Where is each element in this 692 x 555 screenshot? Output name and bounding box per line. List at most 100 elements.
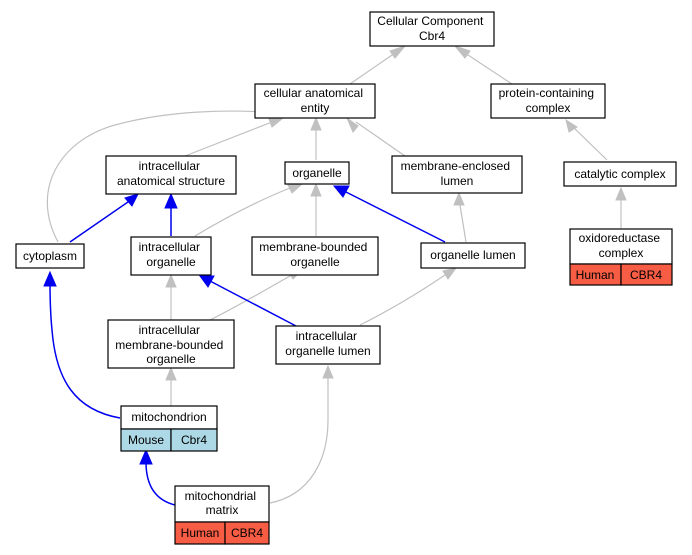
node-label-line: mitochondrial: [185, 489, 256, 503]
arrowhead-cae-b: [310, 116, 322, 131]
svg-text:cytoplasm: cytoplasm: [23, 249, 77, 263]
arrowhead-cae-a: [268, 117, 285, 128]
svg-text:intracellular membrane-b: intracellular membrane-bounded organelle: [115, 323, 226, 366]
node-label-line: cytoplasm: [23, 249, 77, 263]
species-label: Human: [181, 526, 220, 540]
svg-text:mitochondrion: mitochondrion: [131, 410, 206, 424]
node-label-line: organelle: [292, 166, 342, 180]
node-label-line: Cellular Component: [377, 14, 484, 28]
node-mitochondrion[interactable]: mitochondrion Mouse Cbr4: [120, 405, 218, 452]
edge-cyt-cae: [46, 110, 265, 243]
edge-ias-cae: [184, 121, 273, 157]
svg-text:Cellular Component Cbr4: Cellular Component Cbr4: [377, 14, 486, 43]
node-label-line: organelle: [290, 255, 340, 269]
arrowhead-cae-c: [345, 116, 359, 133]
arrowhead-io-b: [199, 275, 215, 288]
svg-text:intracellular organelle: intracellular organelle: [139, 240, 204, 269]
svg-text:organelle: organelle: [292, 166, 342, 180]
node-organelle[interactable]: organelle: [284, 161, 350, 185]
edge-mel-cae: [355, 121, 406, 157]
arrowhead-orl: [442, 267, 458, 280]
node-oxidoreductase-complex[interactable]: oxidoreductase complex Human CBR4: [569, 228, 673, 286]
node-label-line: oxidoreductase: [579, 231, 661, 245]
edge-imbo-mbo: [209, 275, 291, 321]
arrowhead-org-a: [287, 183, 304, 194]
arrowhead-pcc: [565, 118, 578, 133]
node-cytoplasm[interactable]: cytoplasm: [15, 243, 85, 269]
svg-text:protein-containing compl: protein-containing complex: [499, 86, 598, 115]
gene-cell: [170, 428, 218, 452]
node-label-line: lumen: [441, 174, 474, 188]
gene-label: CBR4: [231, 526, 263, 540]
node-membrane-enclosed-lumen[interactable]: membrane-enclosed lumen: [391, 155, 523, 194]
svg-text:intracellular organelle: intracellular organelle lumen: [285, 329, 370, 358]
node-membrane-bounded-organelle[interactable]: membrane-bounded organelle: [251, 236, 379, 276]
gene-cell: [620, 263, 673, 286]
node-label-line: entity: [301, 101, 330, 115]
svg-text:oxidoreductase complex: oxidoreductase complex: [579, 231, 664, 260]
arrowhead-cyt: [43, 270, 57, 287]
node-label-line: membrane-enclosed: [401, 159, 510, 173]
svg-text:catalytic complex: catalytic complex: [574, 167, 665, 181]
svg-text:intracellular anatomical: intracellular anatomical structure: [117, 159, 225, 188]
species-label: Human: [576, 268, 615, 282]
arrowhead-iol: [322, 364, 334, 379]
edge-iol-orl: [359, 274, 446, 326]
annotation-row: Human CBR4: [174, 521, 270, 545]
svg-text:mitochondrial matrix: mitochondrial matrix: [185, 489, 260, 517]
node-label-line: matrix: [206, 503, 239, 517]
node-label-line: protein-containing: [499, 86, 594, 100]
svg-text:membrane-enclosed lumen: membrane-enclosed lumen: [401, 159, 514, 188]
node-cellular-anatomical-entity[interactable]: cellular anatomical entity: [254, 83, 376, 119]
node-mitochondrial-matrix[interactable]: mitochondrial matrix Human CBR4: [174, 485, 270, 545]
edge-orl-mel: [458, 198, 467, 243]
arrowhead-imbo: [165, 366, 177, 381]
node-label-line: intracellular: [139, 240, 200, 254]
edges: [46, 52, 622, 506]
gene-label: Cbr4: [181, 433, 207, 447]
edge-orl-org: [345, 191, 446, 243]
node-organelle-lumen[interactable]: organelle lumen: [420, 242, 526, 269]
svg-text:cellular anatomical enti: cellular anatomical entity: [264, 86, 367, 115]
node-label-line: mitochondrion: [131, 410, 206, 424]
arrowhead-io-a: [165, 273, 177, 288]
arrowhead-root-a: [389, 44, 407, 59]
node-protein-containing-complex[interactable]: protein-containing complex: [490, 83, 606, 119]
node-label-line: membrane-bounded: [259, 240, 367, 254]
annotation-row: Mouse Cbr4: [120, 428, 218, 452]
edge-io-org: [194, 187, 291, 237]
edge-cat-pcc: [569, 123, 608, 161]
node-label-line: membrane-bounded: [115, 338, 223, 352]
svg-text:organelle lumen: organelle lumen: [430, 248, 515, 262]
node-label-line: organelle: [146, 255, 196, 269]
arrowhead-mito: [139, 448, 153, 465]
node-label-line: intracellular: [296, 329, 357, 343]
edge-mm-iol: [269, 372, 329, 504]
node-label-line: cellular anatomical: [264, 86, 363, 100]
arrowhead-org-b: [310, 182, 322, 197]
gene-label: CBR4: [630, 268, 662, 282]
edge-mm-mito: [145, 461, 176, 506]
node-label-line: intracellular: [139, 323, 200, 337]
node-intracellular-organelle[interactable]: intracellular organelle: [130, 236, 212, 276]
species-label: Mouse: [128, 433, 164, 447]
gene-cell: [224, 521, 270, 545]
node-cellular-component[interactable]: Cellular Component Cbr4: [369, 11, 495, 47]
svg-text:membrane-bounded organel: membrane-bounded organelle: [259, 240, 370, 269]
node-label-line: organelle lumen: [430, 248, 515, 262]
arrowhead-cat: [615, 186, 627, 201]
edge-cae-root: [346, 52, 396, 87]
node-intracellular-membrane-bounded-organelle[interactable]: intracellular membrane-bounded organelle: [107, 319, 235, 369]
node-label-line: organelle lumen: [285, 344, 370, 358]
node-intracellular-anatomical-structure[interactable]: intracellular anatomical structure: [105, 155, 237, 195]
node-label-line: Cbr4: [419, 29, 445, 43]
arrowhead-ias-b: [164, 192, 178, 209]
node-label-line: intracellular: [139, 159, 200, 173]
node-label-line: complex: [526, 101, 571, 115]
edge-iol-io: [209, 280, 297, 327]
node-label-line: complex: [599, 246, 644, 260]
arrowhead-root-b: [453, 44, 471, 59]
node-catalytic-complex[interactable]: catalytic complex: [563, 161, 677, 187]
node-intracellular-organelle-lumen[interactable]: intracellular organelle lumen: [275, 325, 381, 365]
node-label-line: anatomical structure: [117, 174, 225, 188]
